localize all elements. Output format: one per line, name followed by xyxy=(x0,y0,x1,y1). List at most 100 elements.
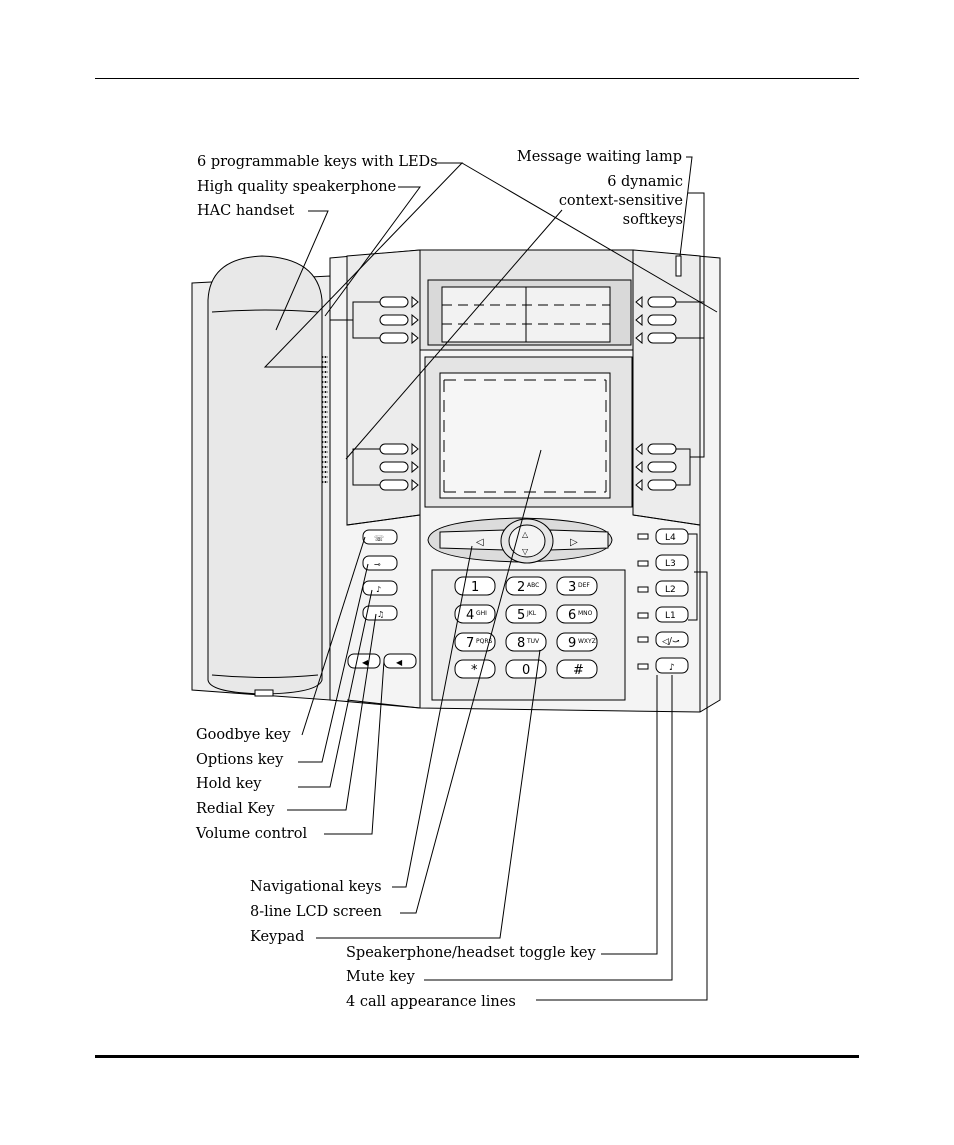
keypad-digit: 5 xyxy=(517,608,525,623)
softkey-right-1 xyxy=(647,443,677,455)
bottom-rule xyxy=(95,1055,859,1058)
label-goodbye-key: Goodbye key xyxy=(196,727,291,743)
svg-text:◁/⤻: ◁/⤻ xyxy=(662,637,680,647)
softkey-left-3 xyxy=(379,479,409,491)
label-softkeys-line2: context-sensitive xyxy=(558,193,683,209)
softkey-left-2 xyxy=(379,461,409,473)
label-redial-key: Redial Key xyxy=(196,801,275,817)
keypad-key-0: 0 xyxy=(505,659,547,679)
line-key-label-l3: L3 xyxy=(665,559,676,569)
options-key xyxy=(362,555,398,571)
line-led-1 xyxy=(637,612,649,619)
keypad-digit: 7 xyxy=(466,636,474,651)
redial-key xyxy=(362,605,398,621)
speaker-grille xyxy=(322,355,328,485)
label-hold-key: Hold key xyxy=(196,776,262,792)
speaker-led xyxy=(637,636,649,643)
line-key-1 xyxy=(655,606,689,623)
softkey-right-2 xyxy=(647,461,677,473)
keypad-digit: 6 xyxy=(568,608,576,623)
line-led-3 xyxy=(637,560,649,567)
softkey-right-3 xyxy=(647,479,677,491)
keypad-letters: MNO xyxy=(578,610,593,617)
label-programmable-keys: 6 programmable keys with LEDs xyxy=(197,154,438,170)
prog-key-right-1 xyxy=(647,296,677,308)
label-handset: HAC handset xyxy=(197,203,295,219)
label-keypad: Keypad xyxy=(250,929,305,945)
keypad-digit: 4 xyxy=(466,608,474,623)
svg-text:♪: ♪ xyxy=(376,585,381,594)
line-key-label-l1: L1 xyxy=(665,611,676,621)
label-mute-key: Mute key xyxy=(346,969,415,985)
keypad-letters: ABC xyxy=(527,582,539,589)
prog-key-right-3 xyxy=(647,332,677,344)
line-key-4 xyxy=(655,528,689,545)
callout-lines xyxy=(263,156,718,1001)
keypad-letters: WXYZ xyxy=(578,638,596,645)
label-softkeys-line3: softkeys xyxy=(622,212,683,228)
mute-led xyxy=(637,663,649,670)
line-key-3 xyxy=(655,554,689,571)
label-lcd-screen: 8-line LCD screen xyxy=(250,904,382,920)
keypad-letters: GHI xyxy=(476,610,487,617)
svg-text:☏: ☏ xyxy=(374,534,384,543)
label-softkeys-line1: 6 dynamic xyxy=(607,174,683,190)
label-volume-control: Volume control xyxy=(196,826,308,842)
prog-key-left-1 xyxy=(379,296,409,308)
mute-key xyxy=(655,657,689,674)
keypad-digit: 9 xyxy=(568,636,576,651)
prog-key-left-2 xyxy=(379,314,409,326)
programmable-keys xyxy=(379,295,677,492)
svg-text:⊸: ⊸ xyxy=(374,560,381,569)
svg-text:▷: ▷ xyxy=(570,537,578,548)
svg-text:▽: ▽ xyxy=(522,547,529,556)
svg-text:◁: ◁ xyxy=(476,537,484,548)
label-call-lines: 4 call appearance lines xyxy=(346,994,516,1010)
keypad-key-1: 1 xyxy=(454,576,496,596)
keypad-key-star: * xyxy=(454,659,496,679)
keypad-key-hash: # xyxy=(556,659,598,679)
top-rule xyxy=(95,78,859,79)
keypad-digit: 1 xyxy=(471,580,479,595)
label-message-lamp: Message waiting lamp xyxy=(516,149,682,165)
line-keys: ◁/⤻ ♪ xyxy=(637,528,689,674)
label-speakerphone: High quality speakerphone xyxy=(197,179,397,195)
keypad-letters: JKL xyxy=(526,610,537,617)
keypad-digit: # xyxy=(573,663,584,678)
keypad-letters: PQRS xyxy=(476,638,493,645)
line-key-label-l2: L2 xyxy=(665,585,676,595)
keypad-letters: TUV xyxy=(526,638,540,645)
svg-text:◀: ◀ xyxy=(362,658,369,667)
keypad-digit: 3 xyxy=(568,580,576,595)
keypad-digit: * xyxy=(471,663,478,678)
speaker-toggle-key xyxy=(655,631,689,648)
svg-text:△: △ xyxy=(522,530,529,539)
goodbye-key xyxy=(362,529,398,545)
label-speaker-toggle: Speakerphone/headset toggle key xyxy=(346,945,596,961)
prog-key-right-2 xyxy=(647,314,677,326)
keypad-digit: 8 xyxy=(517,636,525,651)
svg-text:◀: ◀ xyxy=(396,658,403,667)
line-key-label-l4: L4 xyxy=(665,533,676,543)
line-led-2 xyxy=(637,586,649,593)
label-navigational-keys: Navigational keys xyxy=(250,879,382,895)
keypad-digit: 0 xyxy=(522,663,530,678)
line-key-2 xyxy=(655,580,689,597)
label-options-key: Options key xyxy=(196,752,284,768)
prog-key-left-3 xyxy=(379,332,409,344)
keypad-digit: 2 xyxy=(517,580,525,595)
line-led-4 xyxy=(637,533,649,540)
keypad-letters: DEF xyxy=(578,582,590,589)
svg-text:♫: ♫ xyxy=(377,610,384,619)
